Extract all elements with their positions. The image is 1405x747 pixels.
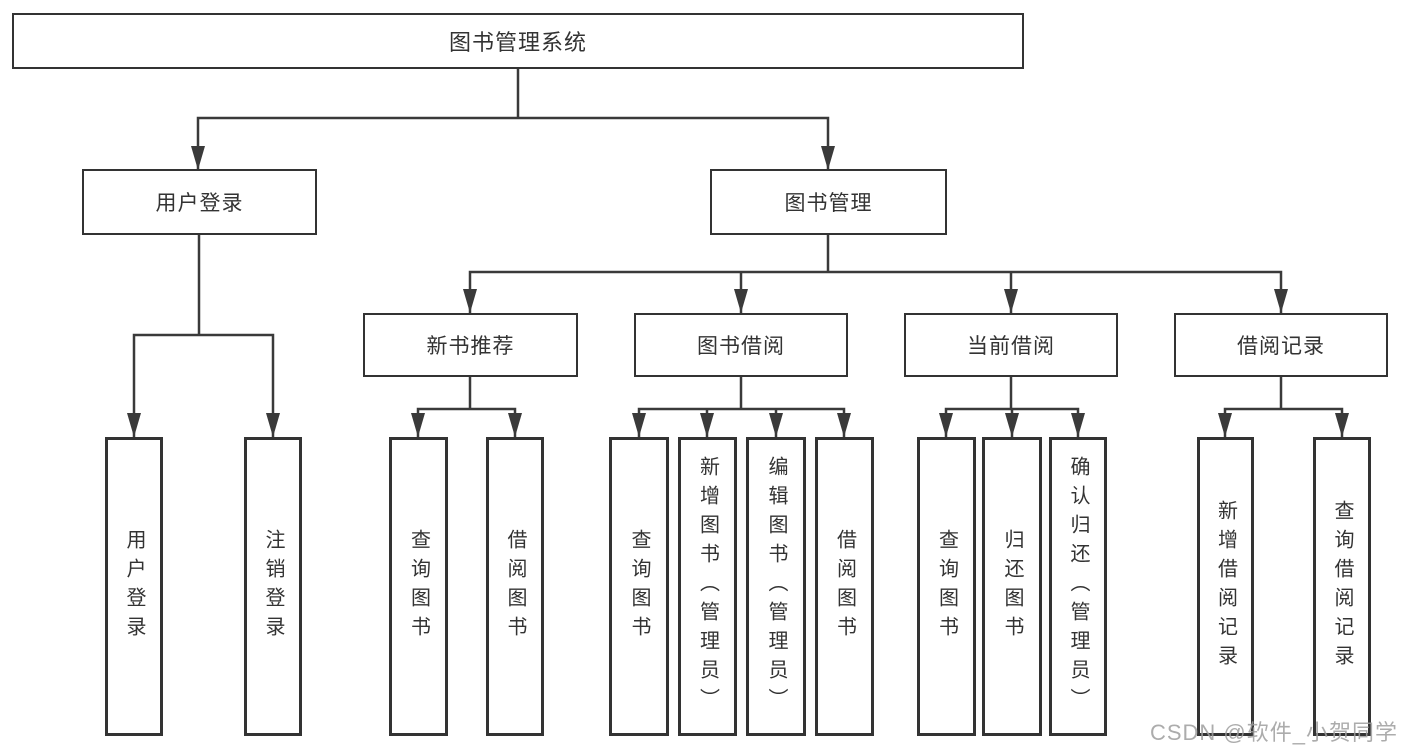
node-borrowing-records-label: 借阅记录 (1237, 335, 1325, 358)
node-book-borrowing: 图书借阅 (634, 313, 848, 377)
leaf-borrow-add-book-admin: 新增图书（管理员） (678, 437, 737, 736)
leaf-recommend-query-book-label: 查询图书 (407, 528, 430, 645)
node-book-management-label: 图书管理 (784, 192, 873, 215)
node-root-label: 图书管理系统 (448, 30, 587, 55)
leaf-current-return-book: 归还图书 (982, 437, 1042, 736)
leaf-records-query-record-label: 查询借阅记录 (1331, 499, 1353, 674)
leaf-user-login: 用户登录 (105, 437, 163, 736)
leaf-current-confirm-return-admin: 确认归还（管理员） (1049, 437, 1107, 736)
leaf-recommend-query-book: 查询图书 (389, 437, 448, 736)
leaf-user-login-label: 用户登录 (123, 528, 145, 645)
node-book-management: 图书管理 (710, 169, 947, 235)
leaf-records-add-record: 新增借阅记录 (1197, 437, 1254, 736)
node-book-borrowing-label: 图书借阅 (697, 335, 785, 358)
leaf-records-query-record: 查询借阅记录 (1313, 437, 1371, 736)
leaf-recommend-borrow-book-label: 借阅图书 (504, 528, 526, 645)
leaf-borrow-query-book-label: 查询图书 (628, 528, 650, 645)
node-new-book-recommendation-label: 新书推荐 (426, 335, 515, 358)
node-current-borrowing: 当前借阅 (904, 313, 1118, 377)
leaf-logout: 注销登录 (244, 437, 302, 736)
node-current-borrowing-label: 当前借阅 (967, 335, 1055, 358)
leaf-borrow-add-book-admin-label: 新增图书（管理员） (696, 456, 719, 717)
leaf-borrow-borrow-book: 借阅图书 (815, 437, 874, 736)
leaf-borrow-edit-book-admin-label: 编辑图书（管理员） (765, 456, 787, 717)
leaf-borrow-query-book: 查询图书 (609, 437, 669, 736)
leaf-current-return-book-label: 归还图书 (1001, 528, 1023, 645)
node-borrowing-records: 借阅记录 (1174, 313, 1388, 377)
leaf-borrow-borrow-book-label: 借阅图书 (833, 528, 856, 645)
leaf-records-add-record-label: 新增借阅记录 (1214, 499, 1237, 674)
leaf-recommend-borrow-book: 借阅图书 (486, 437, 544, 736)
csdn-watermark: CSDN @软件_小贺同学 (1149, 720, 1398, 745)
leaf-logout-label: 注销登录 (262, 528, 284, 645)
leaf-borrow-edit-book-admin: 编辑图书（管理员） (746, 437, 806, 736)
node-user-login: 用户登录 (82, 169, 317, 235)
node-user-login-label: 用户登录 (155, 192, 244, 215)
leaf-current-query-book: 查询图书 (917, 437, 976, 736)
arrowheads (127, 146, 1349, 437)
connector-paths (132, 69, 1344, 437)
leaf-current-query-book-label: 查询图书 (935, 528, 958, 645)
leaf-current-confirm-return-admin-label: 确认归还（管理员） (1067, 456, 1089, 717)
node-root: 图书管理系统 (12, 13, 1024, 69)
node-new-book-recommendation: 新书推荐 (363, 313, 578, 377)
